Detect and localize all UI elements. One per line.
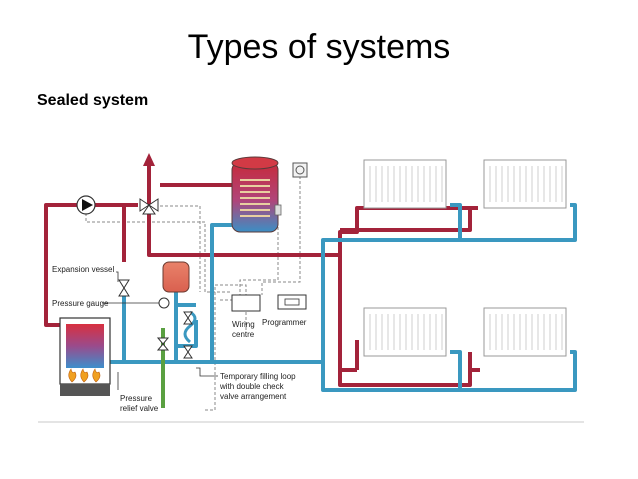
slide-title: Types of systems	[187, 28, 451, 66]
radiator-bottom-left	[363, 307, 447, 357]
label-filling-loop-1: Temporary filling loop	[220, 372, 296, 381]
filling-loop-valves	[156, 311, 193, 359]
radiator-top-left	[363, 159, 447, 209]
label-relief-valve-1: Pressure	[120, 394, 153, 403]
return-pipes	[110, 203, 577, 392]
label-filling-loop-2: with double check	[219, 382, 285, 391]
vent-arrow	[143, 153, 155, 166]
label-pressure-gauge: Pressure gauge	[52, 299, 109, 308]
filling-loop-coil	[183, 310, 197, 344]
hot-water-cylinder	[231, 156, 282, 233]
expansion-vessel	[162, 261, 190, 293]
wiring-centre-box	[231, 294, 261, 312]
pump	[76, 195, 96, 215]
isolating-valve-left	[118, 279, 130, 297]
leader-lines	[116, 271, 218, 390]
slide-subtitle: Sealed system	[37, 92, 149, 109]
label-relief-valve-2: relief valve	[120, 404, 159, 413]
radiator-bottom-right	[483, 307, 567, 357]
label-wiring-centre-1: Wiring	[232, 320, 255, 329]
radiators	[363, 159, 567, 357]
boiler	[59, 317, 111, 396]
programmer-box	[277, 294, 307, 310]
label-expansion-vessel: Expansion vessel	[52, 265, 114, 274]
flow-pipes	[44, 166, 480, 387]
room-thermostat	[292, 162, 308, 178]
motorised-valve	[139, 198, 159, 215]
flame-icons	[68, 368, 101, 383]
label-programmer: Programmer	[262, 318, 307, 327]
pressure-gauge	[158, 297, 170, 309]
label-filling-loop-3: valve arrangement	[220, 392, 287, 401]
label-wiring-centre-2: centre	[232, 330, 255, 339]
radiator-top-right	[483, 159, 567, 209]
